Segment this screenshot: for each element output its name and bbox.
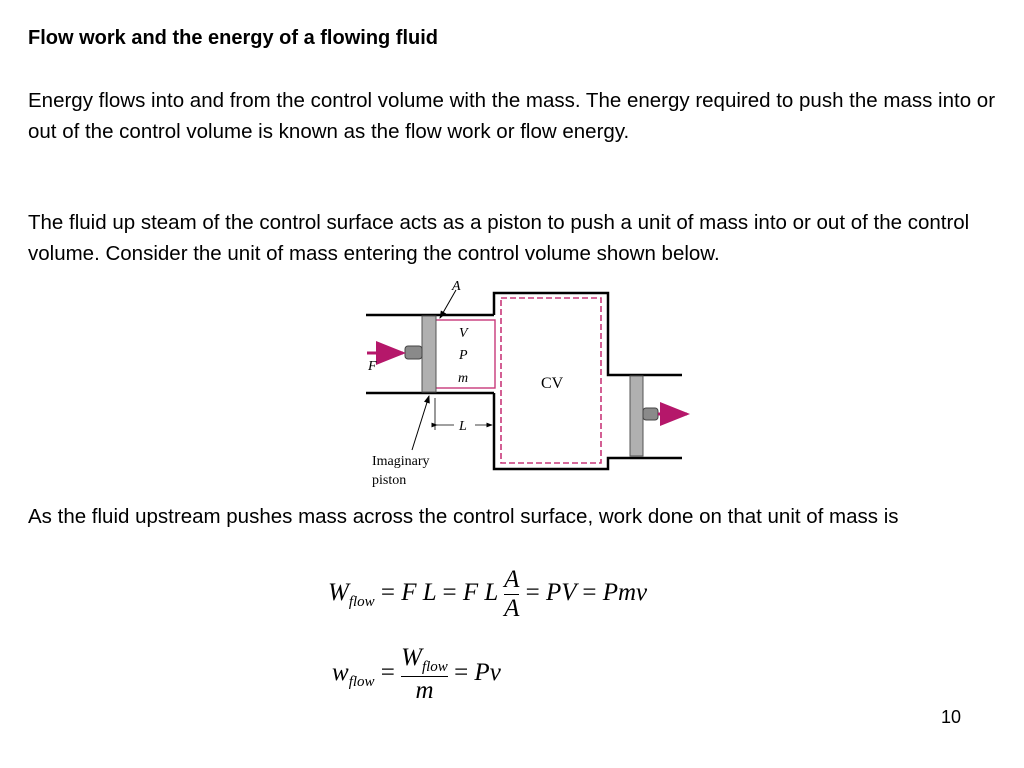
eq1-fraction: A A	[504, 566, 520, 622]
eq1-term2: F L	[462, 579, 498, 607]
eq1-term3: PV	[546, 579, 577, 607]
eq2-lhs: wflow	[332, 659, 375, 691]
label-cv: CV	[541, 375, 564, 392]
label-pressure: P	[458, 348, 468, 363]
label-piston-line2: piston	[372, 473, 406, 488]
paragraph-flow-energy: Energy flows into and from the control v…	[28, 89, 996, 143]
outlet-piston	[629, 375, 659, 457]
flow-work-diagram: A V P m F CV L Imaginary piston	[360, 278, 690, 495]
eq2-fraction: Wflow m	[401, 644, 448, 704]
inlet-pipe	[366, 313, 494, 395]
eq1-term1: F L	[401, 579, 437, 607]
eq1-term4: Pmv	[602, 579, 648, 607]
equation-flow-work: Wflow = F L = F L A A = PV = Pmv	[328, 566, 648, 622]
equation-specific-flow-work: wflow = Wflow m = Pv	[332, 644, 501, 704]
control-volume-boundary	[500, 297, 602, 464]
label-volume: V	[459, 326, 469, 341]
eq1-lhs: Wflow	[328, 579, 375, 611]
piston-pointer	[411, 395, 430, 451]
length-dimension	[431, 398, 495, 430]
slide-title: Flow work and the energy of a flowing fl…	[28, 27, 439, 49]
label-area: A	[451, 279, 461, 294]
eq2-rhs: Pv	[474, 659, 501, 687]
paragraph-piston: The fluid up steam of the control surfac…	[28, 211, 970, 265]
area-pointer	[439, 289, 457, 319]
page-number: 10	[941, 707, 962, 727]
paragraph-work-done: As the fluid upstream pushes mass across…	[28, 505, 899, 528]
control-volume-wall	[492, 291, 682, 471]
imaginary-piston	[404, 315, 437, 393]
label-mass: m	[458, 371, 468, 386]
label-piston-line1: Imaginary	[372, 454, 430, 469]
label-force: F	[367, 359, 377, 374]
label-length: L	[458, 419, 467, 434]
